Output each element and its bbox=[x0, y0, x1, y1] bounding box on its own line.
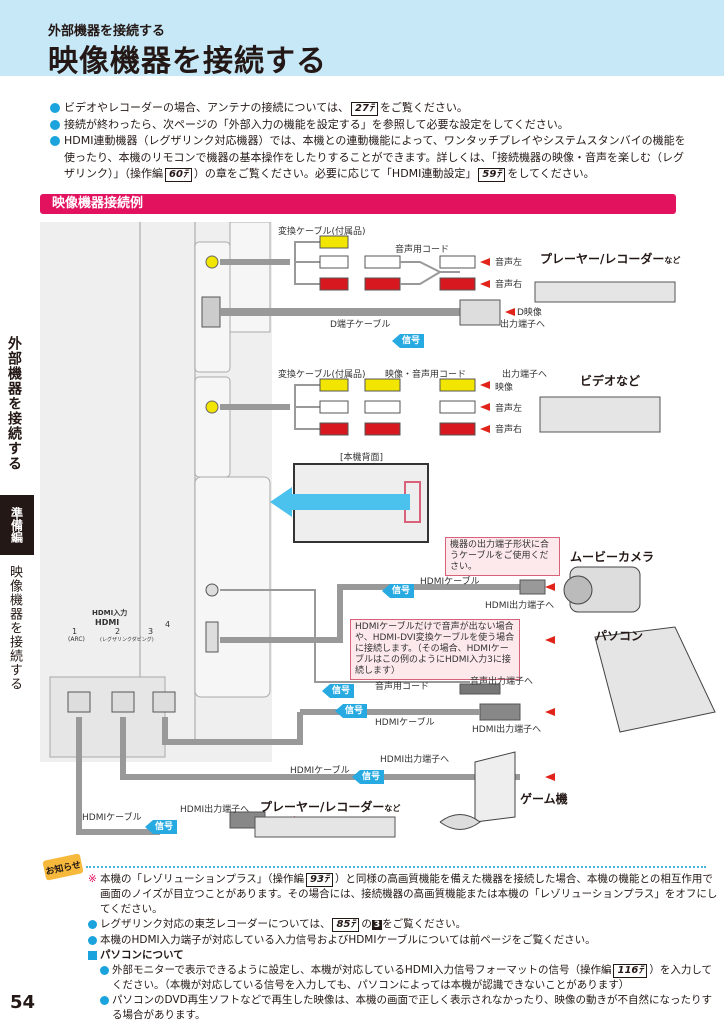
device-camera: ムービーカメラ bbox=[570, 550, 655, 564]
label-d-cable: D端子ケーブル bbox=[330, 320, 391, 330]
page-ref[interactable]: 27ﾃ bbox=[351, 102, 378, 116]
label-port-2: 2 bbox=[115, 627, 121, 636]
label-audio-out: 音声出力端子へ bbox=[470, 677, 534, 687]
page-ref[interactable]: 59ﾃ bbox=[478, 168, 506, 182]
page-ref[interactable]: 116ﾃ bbox=[613, 964, 648, 978]
intro-item: HDMI連動機器（レグザリンク対応機器）では、本機との連動機能によって、ワンタッ… bbox=[50, 133, 690, 183]
page-header: 外部機器を接続する 映像機器を接続する bbox=[0, 0, 724, 79]
label-hdmi-out-camera: HDMI出力端子へ bbox=[485, 601, 555, 611]
step-badge: 3 bbox=[371, 920, 383, 930]
label-audio-left-2: 音声左 bbox=[495, 404, 523, 414]
label-hdmi-cable-camera: HDMIケーブル bbox=[420, 577, 480, 587]
label-hdmi-cable-game: HDMIケーブル bbox=[290, 766, 350, 776]
label-hdmi-out-pc: HDMI出力端子へ bbox=[472, 725, 542, 735]
bullet-icon bbox=[100, 966, 109, 975]
signal-arrow: 信号 bbox=[322, 684, 355, 698]
device-video-deck: ビデオなど bbox=[580, 374, 641, 388]
terminal-block-2 bbox=[194, 376, 231, 478]
label-rear: [本機背面] bbox=[340, 453, 384, 463]
hdmi-ports bbox=[67, 691, 176, 713]
page-ref[interactable]: 85ﾃ bbox=[332, 918, 360, 932]
intro-item: ビデオやレコーダーの場合、アンテナの接続については、27ﾃをご覧ください。 bbox=[50, 100, 690, 117]
side-page-label: 映像機器を接続する bbox=[7, 565, 22, 691]
bullet-icon bbox=[88, 920, 97, 929]
label-hdmi-input: HDMI入力 bbox=[92, 609, 128, 617]
device-player-2: プレーヤー/レコーダーなど bbox=[260, 800, 401, 814]
side-chapter-label: 外部機器を接続する bbox=[6, 336, 22, 471]
signal-arrow: 信号 bbox=[382, 584, 415, 598]
connection-diagram: 変換ケーブル(付属品) 音声用コード 音声左 音声右 D映像 出力端子へ D端子… bbox=[40, 222, 720, 847]
label-conv-cable-2: 変換ケーブル(付属品) bbox=[278, 370, 366, 380]
label-hdmi-out-game: HDMI出力端子へ bbox=[380, 755, 450, 765]
hdmi-logo: HDMI bbox=[95, 618, 120, 627]
game-controller bbox=[439, 814, 481, 830]
label-audio-right-2: 音声右 bbox=[495, 425, 523, 435]
label-port-3: 3 bbox=[148, 627, 154, 636]
bullet-icon bbox=[88, 936, 97, 945]
square-bullet-icon bbox=[88, 951, 97, 960]
signal-arrow: 信号 bbox=[145, 820, 178, 834]
hdmi3-audio-jack bbox=[205, 583, 219, 597]
pc-image bbox=[594, 626, 716, 733]
game-console-image bbox=[474, 751, 516, 823]
bullet-icon bbox=[100, 996, 109, 1005]
player-recorder-1 bbox=[534, 281, 676, 303]
page-number: 54 bbox=[10, 992, 36, 1013]
label-video: 映像 bbox=[495, 383, 514, 393]
device-player-1: プレーヤー/レコーダーなど bbox=[540, 252, 681, 266]
video1-jack bbox=[205, 255, 219, 269]
label-port-1: 1 bbox=[72, 627, 78, 636]
bullet-icon bbox=[50, 103, 60, 113]
asterisk-icon: ※ bbox=[88, 873, 97, 885]
player-recorder-2 bbox=[254, 816, 396, 838]
label-port-2-sub: (レグザリンクダビング) bbox=[100, 637, 154, 643]
label-conv-cable-1: 変換ケーブル(付属品) bbox=[278, 227, 366, 237]
pc-note-item: 外部モニターで表示できるように設定し、本機が対応しているHDMI入力信号フォーマ… bbox=[100, 963, 718, 993]
pc-note-item: パソコンのDVD再生ソフトなどで再生した映像は、本機の画面で正しく表示されなかっ… bbox=[100, 993, 718, 1023]
label-audio-cord-1: 音声用コード bbox=[395, 245, 450, 255]
label-to-output-1: 出力端子へ bbox=[500, 320, 546, 330]
label-to-output-2: 出力端子へ bbox=[502, 370, 548, 380]
big-signal-arrow bbox=[270, 487, 410, 517]
label-audio-right-1: 音声右 bbox=[495, 280, 523, 290]
bullet-icon bbox=[50, 119, 60, 130]
label-port-4: 4 bbox=[165, 620, 171, 629]
label-av-cord: 映像・音声用コード bbox=[385, 370, 467, 380]
notice-icon: お知らせ bbox=[42, 853, 84, 881]
bullet-icon bbox=[50, 136, 60, 146]
signal-arrow: 信号 bbox=[335, 704, 368, 718]
label-port-1-sub: (ARC) bbox=[68, 636, 85, 643]
label-hdmi-out-player: HDMI出力端子へ bbox=[180, 805, 250, 815]
section-title-bar: 映像機器接続例 bbox=[40, 194, 676, 214]
label-audio-cord-2: 音声用コード bbox=[375, 682, 430, 692]
diagram-graphics bbox=[40, 222, 716, 838]
callout-camera: 機器の出力端子形状に合うケーブルをご使用ください。 bbox=[445, 537, 560, 576]
hdmi4-port bbox=[205, 621, 219, 653]
callout-pc: HDMIケーブルだけで音声が出ない場合や、HDMI-DVI変換ケーブルを使う場合… bbox=[350, 619, 520, 680]
page-ref[interactable]: 60ﾃ bbox=[165, 168, 192, 182]
side-tab[interactable]: 準備編 bbox=[0, 495, 34, 555]
video2-jack bbox=[205, 400, 219, 414]
intro-list: ビデオやレコーダーの場合、アンテナの接続については、27ﾃをご覧ください。 接続… bbox=[50, 100, 690, 183]
d-terminal-jack bbox=[201, 296, 221, 328]
device-pc: パソコン bbox=[595, 629, 644, 643]
signal-arrow: 信号 bbox=[352, 770, 385, 784]
device-game: ゲーム機 bbox=[520, 792, 568, 806]
label-hdmi-cable-player: HDMIケーブル bbox=[82, 813, 142, 823]
label-d-video: D映像 bbox=[517, 308, 542, 318]
pc-heading: パソコンについて bbox=[88, 948, 718, 963]
section-heading: 外部機器を接続する bbox=[48, 24, 166, 39]
video-deck bbox=[539, 396, 661, 433]
signal-arrow: 信号 bbox=[392, 334, 425, 348]
notice-item: 本機のHDMI入力端子が対応している入力信号およびHDMIケーブルについては前ペ… bbox=[88, 933, 718, 948]
label-audio-left-1: 音声左 bbox=[495, 258, 523, 268]
label-hdmi-cable-pc: HDMIケーブル bbox=[375, 718, 435, 728]
page-title: 映像機器を接続する bbox=[48, 44, 327, 79]
notice-divider bbox=[86, 866, 706, 868]
page-ref[interactable]: 93ﾃ bbox=[306, 873, 333, 887]
intro-item: 接続が終わったら、次ページの「外部入力の機能を設定する」を参照して必要な設定をし… bbox=[50, 117, 690, 134]
